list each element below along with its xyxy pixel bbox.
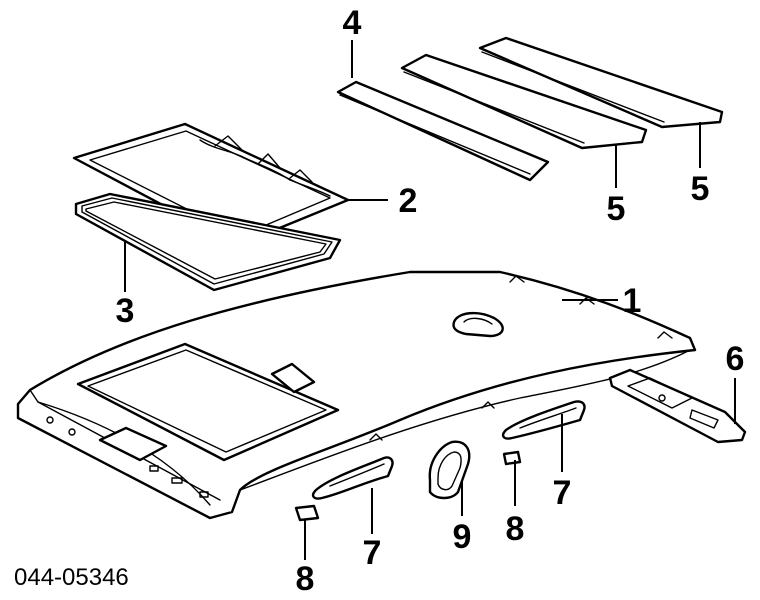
callout-6: 6 (726, 340, 745, 378)
callout-3: 3 (116, 292, 135, 330)
part-3-sunroof-seal (74, 192, 342, 292)
callout-5b: 5 (691, 170, 710, 208)
callout-5a: 5 (607, 190, 626, 228)
part-8-clip-1 (294, 504, 320, 522)
leader-lines (124, 40, 736, 560)
callout-9: 9 (453, 518, 472, 556)
part-8-clip-2 (502, 450, 522, 466)
part-1-headliner (16, 270, 697, 520)
callout-8b: 8 (506, 510, 525, 548)
part-7-assist-grip-1 (311, 456, 394, 500)
part-5-roof-pad-rear (478, 36, 724, 129)
part-7-assist-grip-2 (501, 400, 586, 440)
catalog-number: 044-05346 (14, 564, 129, 591)
part-5-roof-pad-middle (400, 53, 648, 150)
part-9-bezel (428, 440, 471, 500)
part-2-sunroof-frame (72, 122, 350, 247)
callout-4: 4 (343, 4, 362, 42)
part-6-rear-extension (608, 368, 747, 444)
callout-2: 2 (399, 182, 418, 220)
callout-8a: 8 (296, 560, 315, 598)
callout-7a: 7 (363, 534, 382, 572)
part-4-roof-pad (336, 80, 550, 182)
callout-7b: 7 (553, 474, 572, 512)
callout-1: 1 (623, 282, 642, 320)
